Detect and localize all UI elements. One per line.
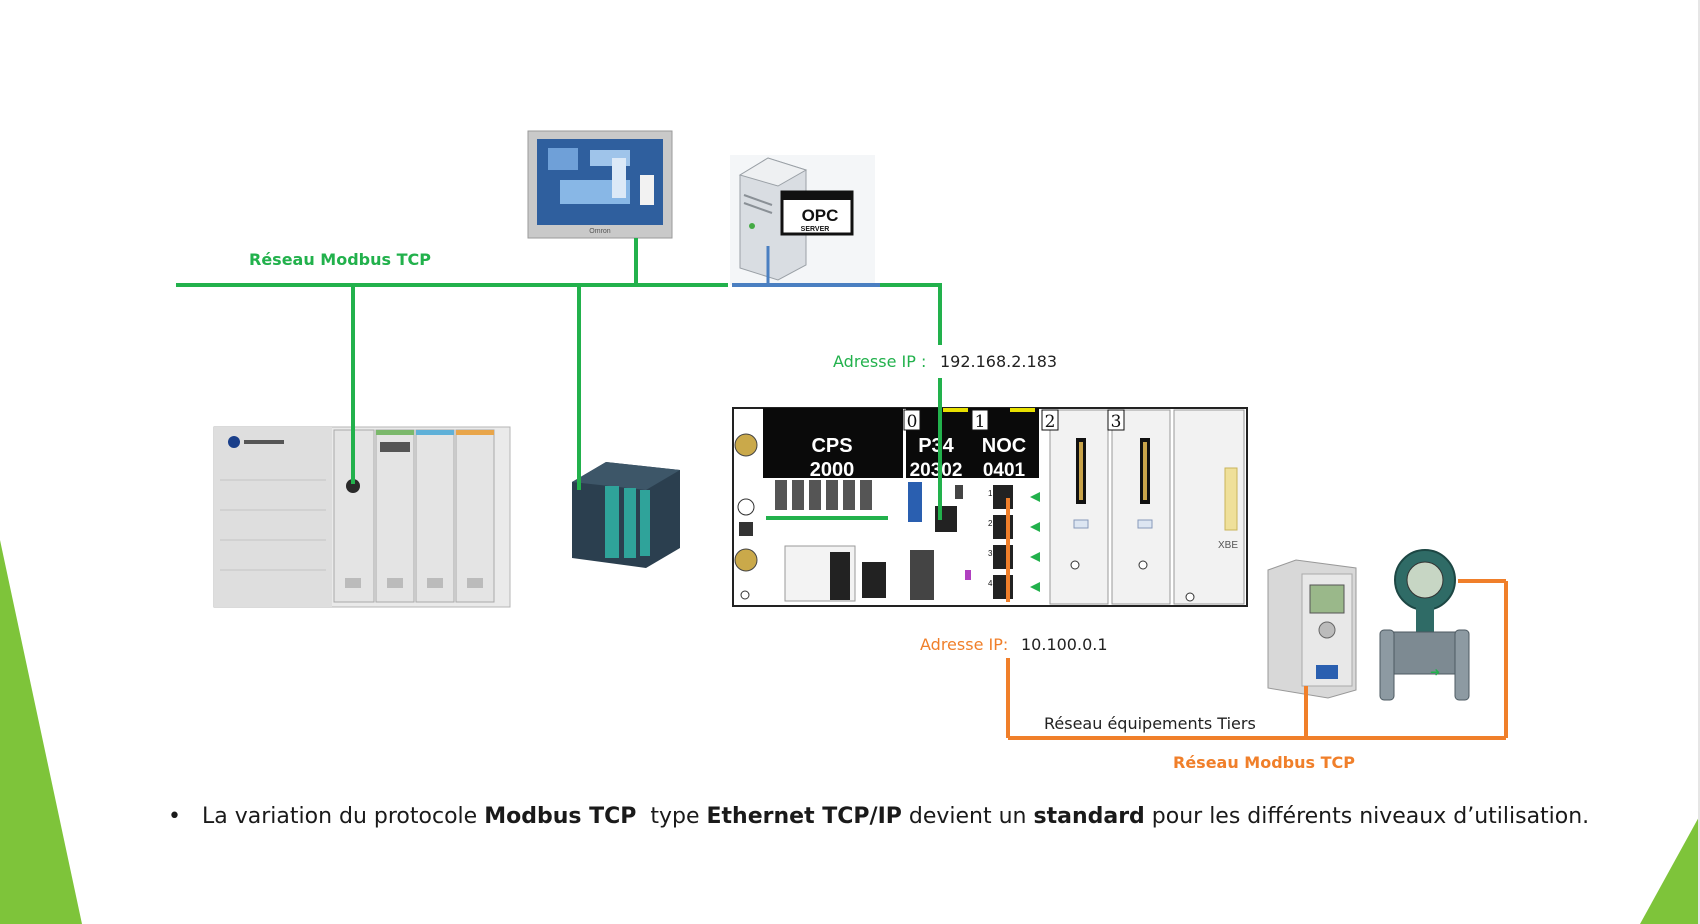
port-4-label: 4 — [988, 579, 993, 588]
decor-triangle-right — [1640, 815, 1700, 924]
opc-server: OPC SERVER — [730, 155, 875, 285]
siemens-plc — [572, 462, 680, 568]
slide-edge — [1698, 0, 1700, 924]
m340-rack: CPS 2000 P34 20302 NOC 0401 0 1 2 3 XBE … — [732, 407, 1248, 607]
ip-bottom-prefix: Adresse IP: — [920, 635, 1008, 654]
slot-0: 0 — [907, 412, 918, 432]
decor-triangle-left — [0, 540, 82, 924]
slot-2: 2 — [1045, 412, 1056, 432]
slot-3: 3 — [1111, 412, 1122, 432]
noc-label-1: NOC — [982, 435, 1026, 457]
slot-1: 1 — [975, 412, 986, 432]
third-party-network-label: Réseau équipements Tiers — [1044, 714, 1256, 733]
port-1-label: 1 — [988, 489, 993, 498]
svg-text:➜: ➜ — [1430, 665, 1440, 679]
cps-label-2: 2000 — [810, 459, 855, 481]
cps-label-1: CPS — [811, 435, 852, 457]
network-lines — [176, 238, 1508, 740]
flow-meter: ➜ — [1379, 549, 1470, 701]
port-3-label: 3 — [988, 549, 993, 558]
variable-speed-drive — [1267, 559, 1357, 699]
bullet-dot: • — [168, 804, 181, 829]
ip-top-value: 192.168.2.183 — [940, 352, 1057, 371]
ip-bottom-value: 10.100.0.1 — [1021, 635, 1108, 654]
hmi-brand: Omron — [589, 228, 611, 235]
opc-title: OPC — [802, 206, 839, 225]
p34-label-1: P34 — [918, 435, 954, 457]
ip-top-prefix: Adresse IP : — [833, 352, 926, 371]
xbe-label: XBE — [1218, 540, 1238, 551]
controllogix-rack — [213, 426, 511, 608]
network-top-label: Réseau Modbus TCP — [249, 250, 431, 269]
p34-label-2: 20302 — [910, 460, 963, 481]
hmi-panel: Omron — [527, 130, 673, 239]
noc-label-2: 0401 — [983, 460, 1026, 481]
network-bottom-label: Réseau Modbus TCP — [1173, 753, 1355, 772]
bullet-text: •La variation du protocole Modbus TCP ty… — [168, 804, 1590, 829]
opc-subtitle: SERVER — [801, 226, 830, 233]
port-2-label: 2 — [988, 519, 993, 528]
